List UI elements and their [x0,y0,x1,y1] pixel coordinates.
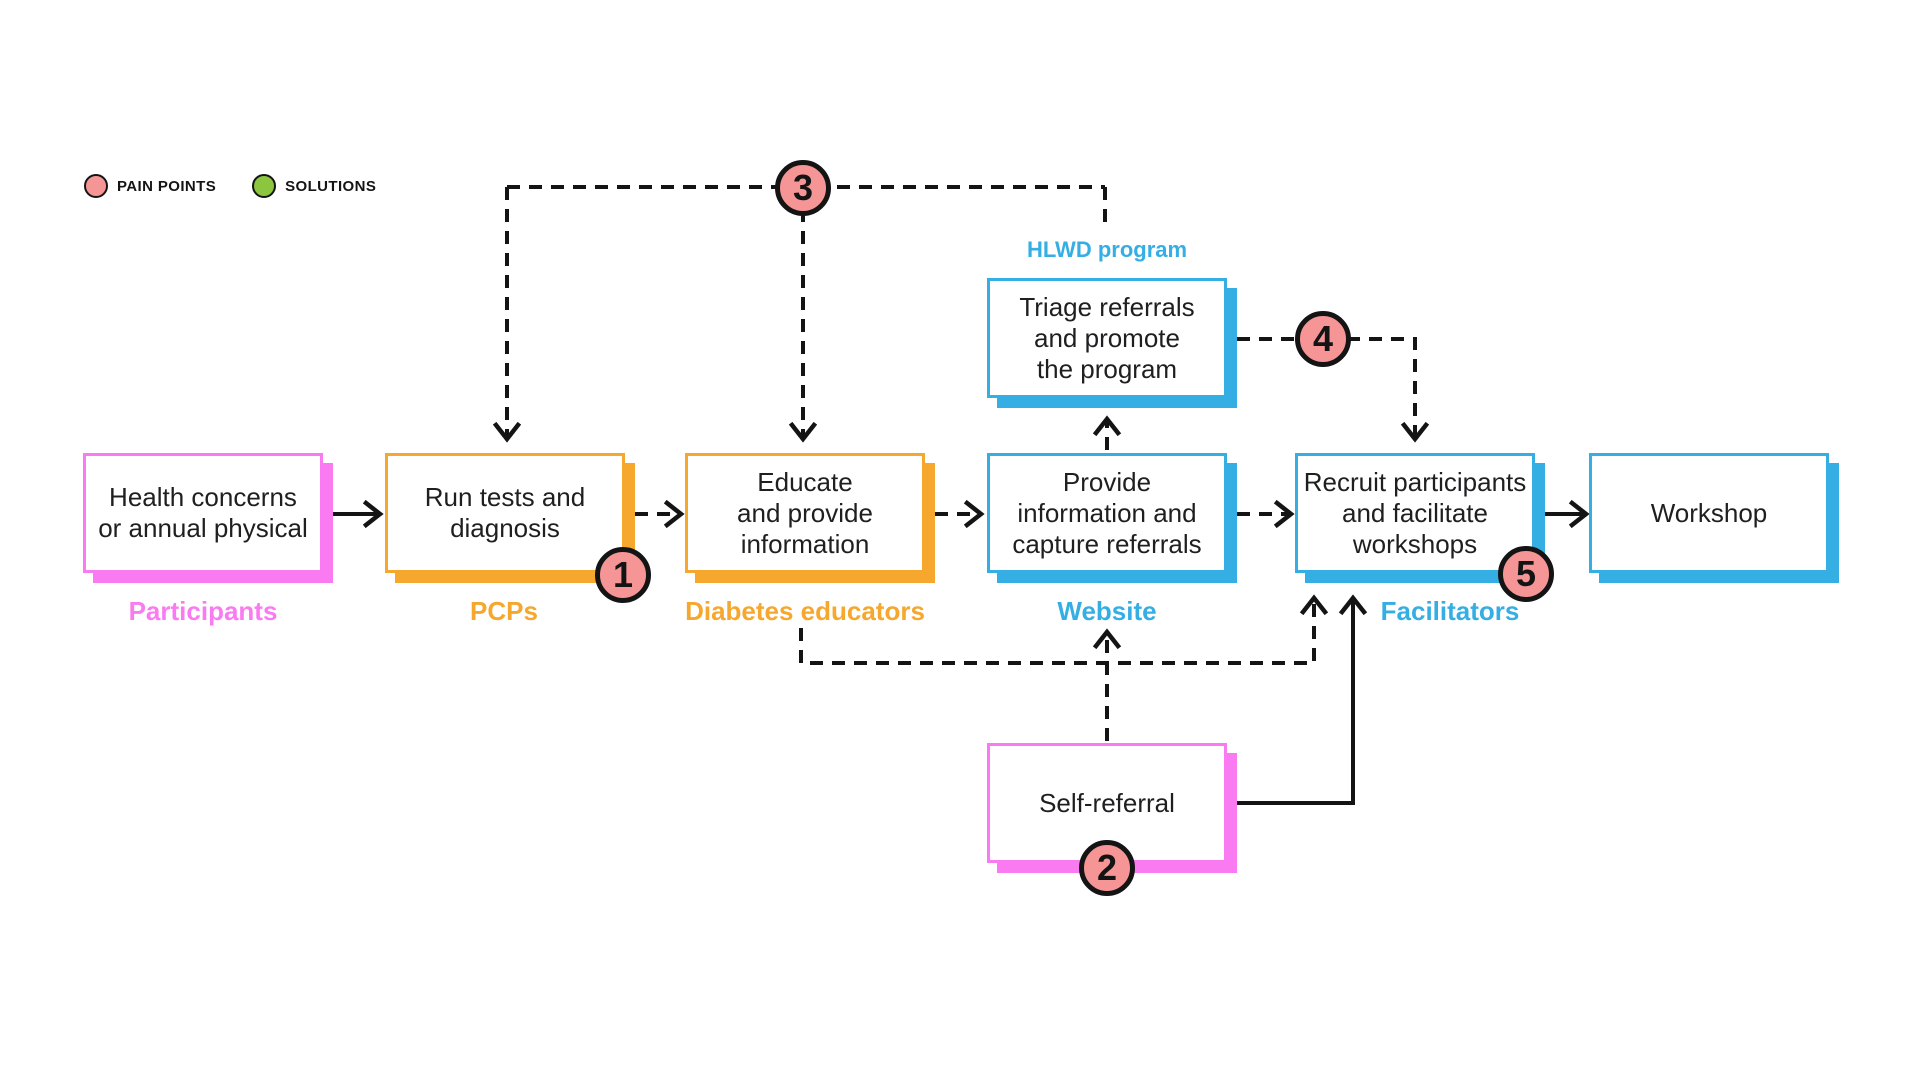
node-text-line: Recruit participants [1303,466,1527,497]
node-text-line: and facilitate [1342,497,1488,528]
dashed-arrow-educators-to-recruit [799,594,1329,665]
label-website: Website [1057,596,1157,626]
node-text-line: Triage referrals [1019,291,1195,322]
label-diabetes-educators: Diabetes educators [685,596,925,626]
pain-point-badge-4: 4 [1295,311,1351,367]
node-text-line: Self-referral [1039,787,1175,818]
node-text-line: information [740,528,870,559]
node-recruit-participants: Recruit participants and facilitate work… [1295,453,1535,573]
solid-arrow-self-referral-to-recruit [1237,594,1368,805]
pain-point-badge-2: 2 [1079,840,1135,896]
legend-item-solutions: SOLUTIONS [252,174,376,198]
node-text-line: workshops [1352,528,1478,559]
pain-point-badge-3: 3 [775,160,831,216]
label-pcps: PCPs [470,596,538,626]
node-run-tests: Run tests and diagnosis [385,453,625,573]
node-text-line: and promote [1034,322,1180,353]
node-health-concerns: Health concerns or annual physical [83,453,323,573]
node-text-line: or annual physical [98,513,308,543]
pain-point-icon [84,174,108,198]
node-triage-referrals: Triage referrals and promote the program [987,278,1227,398]
node-text-line: Health concerns [109,482,297,512]
legend-item-pain-points: PAIN POINTS [84,174,216,198]
dashed-arrow-triage-to-recruit [1237,337,1430,443]
node-text-line: Provide [1062,466,1152,497]
pain-point-badge-1: 1 [595,547,651,603]
node-educate: Educate and provide information [685,453,925,573]
legend-pain-points-label: PAIN POINTS [117,177,217,195]
node-text-line: the program [1036,353,1178,384]
label-hlwd-program: HLWD program [1026,237,1188,262]
label-participants: Participants [128,596,278,626]
pain-point-badge-5: 5 [1498,546,1554,602]
solution-icon [252,174,277,198]
node-text-line: diagnosis [450,513,560,543]
node-text-line: capture referrals [1012,528,1202,559]
node-text-line: and provide [737,497,873,528]
node-text-line: Run tests and [424,482,586,512]
legend: PAIN POINTS SOLUTIONS [84,174,376,198]
legend-solutions-label: SOLUTIONS [285,177,377,195]
node-text-line: Workshop [1650,497,1768,528]
node-workshop: Workshop [1589,453,1829,573]
node-text-line: information and [1017,497,1197,528]
label-facilitators: Facilitators [1380,596,1520,626]
node-text-line: Educate [757,466,853,497]
node-provide-information: Provide information and capture referral… [987,453,1227,573]
